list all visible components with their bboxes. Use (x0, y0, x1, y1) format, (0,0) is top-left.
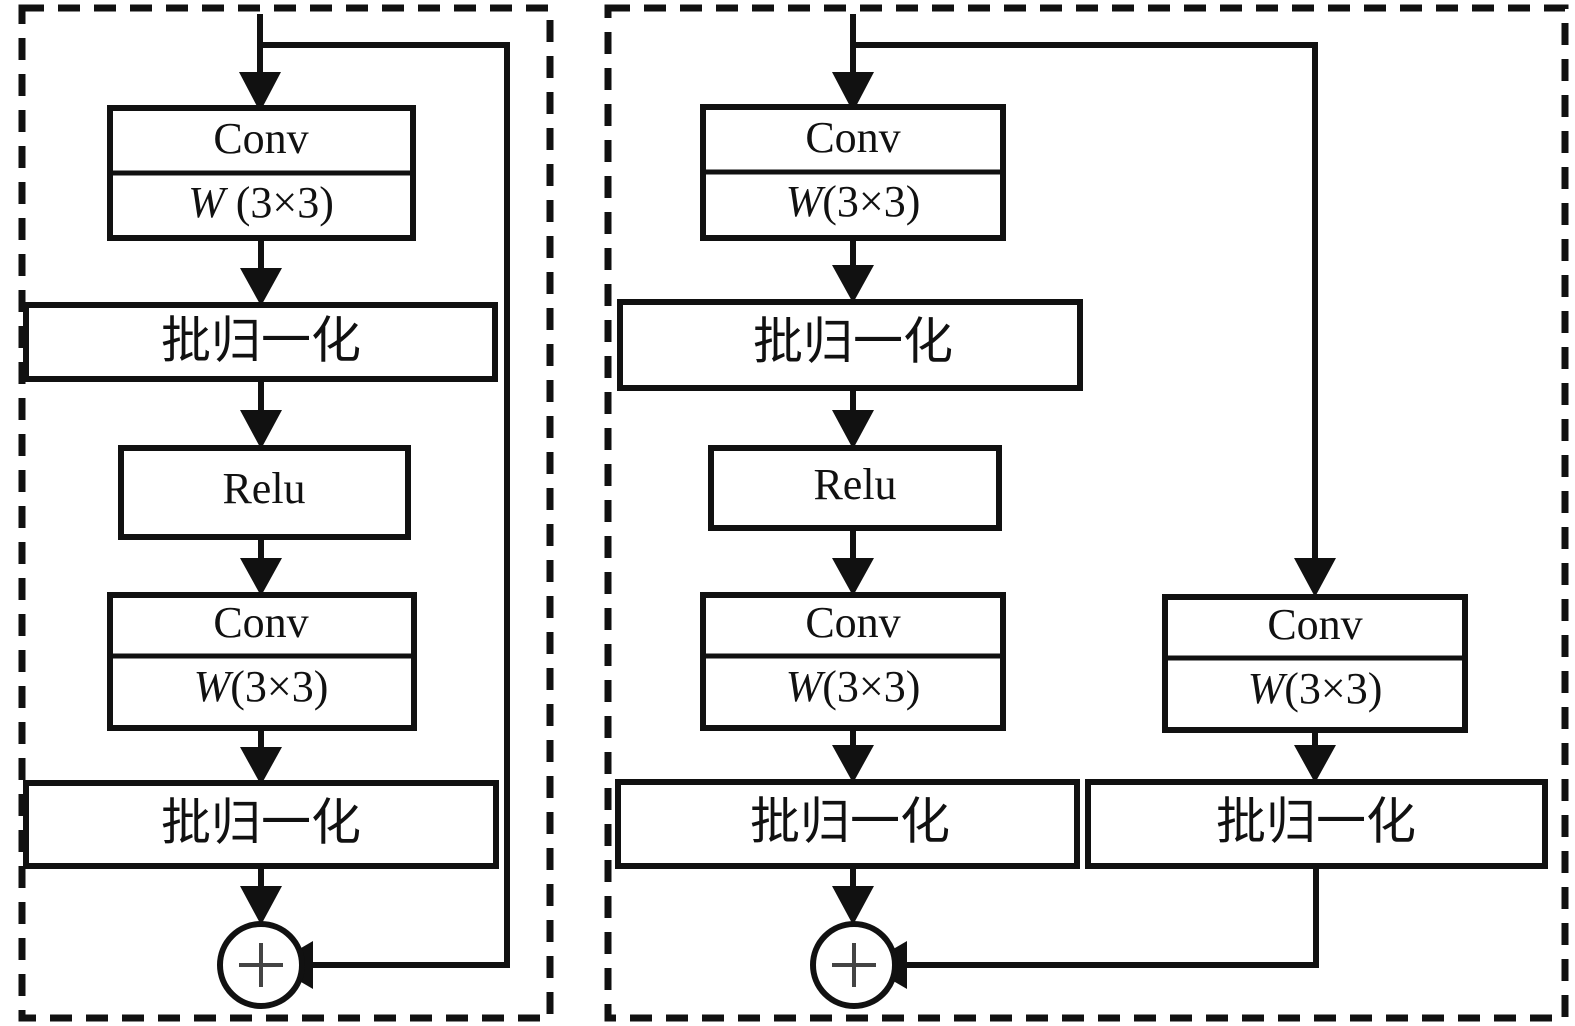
arrowhead-r-bn2-r-add (832, 886, 874, 925)
conv1-subtitle: W (3×3) (188, 178, 334, 227)
r-conv2-subtitle: W(3×3) (786, 662, 921, 711)
relu1-box (118, 445, 411, 540)
relu1-title: Relu (222, 464, 305, 513)
conv2-kernel-size: (3×3) (230, 662, 328, 711)
r-conv-short-weight-symbol: W (1248, 664, 1288, 713)
arrowhead-r-conv1-r-bn1 (832, 265, 874, 303)
arrowhead-r-bn1-r-relu1 (832, 410, 874, 449)
left-identity-shortcut-line (260, 42, 510, 968)
node-conv1[interactable]: Conv W (3×3) (107, 105, 416, 241)
right-panel-dashed-border (604, 4, 1569, 1022)
node-bn1[interactable]: 批归一化 (23, 302, 498, 382)
r-conv2-title: Conv (805, 598, 900, 647)
r-bn2-box (615, 779, 1080, 869)
bn1-box (23, 302, 498, 382)
arrowhead-bn1-relu1 (240, 410, 282, 449)
node-r-conv2[interactable]: Conv W(3×3) (700, 592, 1006, 731)
r-conv-short-title: Conv (1267, 600, 1362, 649)
r-conv2-weight-symbol: W (786, 662, 826, 711)
right-projection-shortcut-line (853, 42, 1318, 558)
conv1-title: Conv (213, 114, 308, 163)
bn1-title: 批归一化 (161, 312, 361, 370)
node-bn2[interactable]: 批归一化 (23, 780, 499, 869)
node-r-bn1[interactable]: 批归一化 (617, 299, 1083, 391)
r-conv1-weight-symbol: W (786, 177, 826, 226)
arrowhead-shortcut-to-r-conv-short (1294, 558, 1336, 597)
right-input-flow (832, 14, 1336, 597)
bn2-title: 批归一化 (161, 794, 361, 852)
r-bn-short-title: 批归一化 (1216, 793, 1416, 851)
arrowhead-to-r-conv1 (832, 72, 874, 112)
right-panel: Conv W(3×3) 批归一化 Relu (604, 4, 1569, 1022)
conv1-kernel-size: (3×3) (225, 178, 334, 227)
arrowhead-relu1-conv2 (240, 558, 282, 596)
conv1-weight-symbol: W (188, 178, 228, 227)
node-relu1[interactable]: Relu (118, 445, 411, 540)
left-panel-dashed-border (18, 4, 554, 1022)
arrowhead-r-conv2-r-bn2 (832, 745, 874, 783)
node-r-relu1[interactable]: Relu (708, 445, 1002, 531)
node-r-bn2[interactable]: 批归一化 (615, 779, 1080, 869)
node-r-add[interactable] (810, 921, 898, 1009)
r-conv-short-box (1162, 594, 1468, 733)
arrowhead-conv2-bn2 (240, 747, 282, 785)
node-conv2[interactable]: Conv W(3×3) (107, 592, 417, 731)
node-r-bn-short[interactable]: 批归一化 (1085, 779, 1548, 869)
bn2-box (23, 780, 499, 869)
r-bn1-box (617, 299, 1083, 391)
r-conv1-title: Conv (805, 113, 900, 162)
r-conv1-kernel-size: (3×3) (822, 177, 920, 226)
edge-r-bn-short-r-add (907, 866, 1319, 968)
arrowhead-r-conv-short-r-bn-short (1294, 745, 1336, 783)
arrowhead-bn2-add1 (240, 886, 282, 925)
r-conv1-subtitle: W(3×3) (786, 177, 921, 226)
node-r-conv-short[interactable]: Conv W(3×3) (1162, 594, 1468, 733)
left-panel: Conv W (3×3) 批归一化 Relu (18, 4, 554, 1022)
conv2-weight-symbol: W (194, 662, 234, 711)
arrowhead-conv1-bn1 (240, 268, 282, 306)
r-conv-short-subtitle: W(3×3) (1248, 664, 1383, 713)
r-conv-short-kernel-size: (3×3) (1284, 664, 1382, 713)
r-bn2-title: 批归一化 (750, 793, 950, 851)
conv2-subtitle: W(3×3) (194, 662, 329, 711)
r-conv2-kernel-size: (3×3) (822, 662, 920, 711)
arrowhead-r-relu1-r-conv2 (832, 558, 874, 596)
r-bn1-title: 批归一化 (753, 313, 953, 371)
conv2-title: Conv (213, 598, 308, 647)
node-add1[interactable] (217, 921, 305, 1009)
r-relu1-title: Relu (813, 460, 896, 509)
arrowhead-to-conv1 (239, 72, 281, 112)
node-r-conv1[interactable]: Conv W(3×3) (700, 104, 1006, 241)
